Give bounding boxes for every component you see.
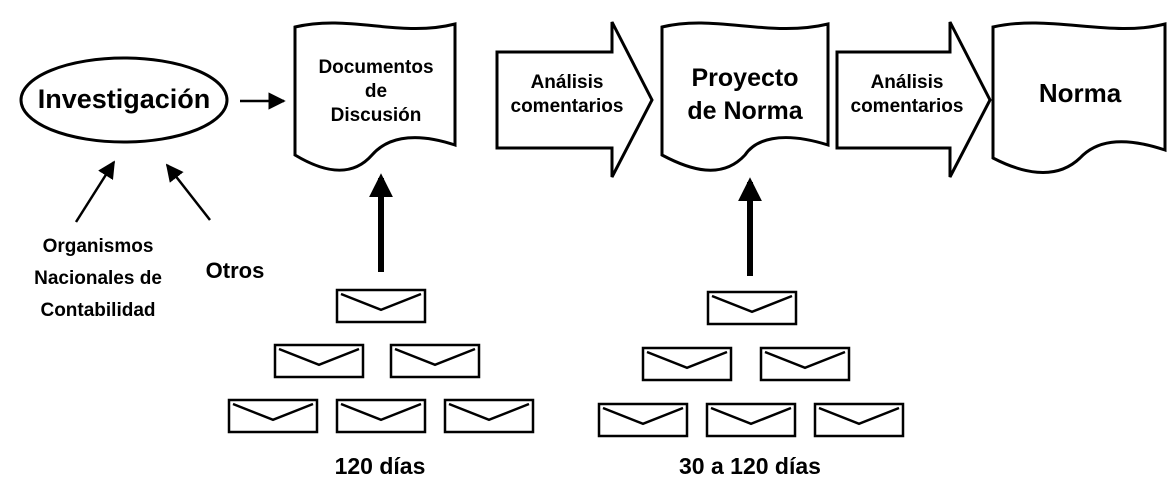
proyecto-label: Proyecto de Norma — [662, 62, 828, 128]
norma-node — [991, 21, 1167, 174]
arrow-otros-investigacion — [165, 163, 211, 221]
envelope-icon — [273, 343, 365, 379]
otros-label: Otros — [205, 258, 265, 283]
proyecto-label-line-1: Proyecto — [691, 64, 799, 92]
period-label-second: 30 a 120 días — [679, 453, 821, 479]
envelope-icon — [813, 402, 905, 438]
analisis-label-1-line-1: Análisis — [530, 72, 604, 93]
analisis-label-2: Análisis comentarios — [837, 71, 977, 119]
investigacion-node — [19, 56, 229, 144]
envelope-icon — [443, 398, 535, 434]
documentos-label-line-3: Discusión — [330, 105, 422, 126]
proyecto-label-line-2: de Norma — [687, 97, 803, 125]
analisis-label-2-line-2: comentarios — [850, 96, 964, 117]
envelope-icon — [389, 343, 481, 379]
organismos-label: Organismos Nacionales de Contabilidad — [2, 231, 194, 327]
investigacion-label: Investigación — [37, 84, 211, 114]
norma-label: Norma — [1038, 78, 1122, 108]
organismos-label-line-1: Organismos — [42, 236, 154, 257]
period-label-first: 120 días — [334, 453, 426, 479]
analisis-label-1: Análisis comentarios — [497, 71, 637, 119]
organismos-label-line-3: Contabilidad — [40, 300, 156, 321]
documentos-label: Documentos de Discusión — [297, 56, 455, 128]
envelope-icon — [335, 398, 427, 434]
documentos-node — [293, 21, 457, 172]
analisis-label-2-line-1: Análisis — [870, 72, 944, 93]
organismos-label-line-2: Nacionales de — [34, 268, 162, 289]
documentos-label-line-2: de — [364, 81, 388, 102]
envelope-icon — [335, 288, 427, 324]
analisis-arrow-2 — [835, 21, 992, 178]
envelope-icon — [227, 398, 319, 434]
envelope-icon — [706, 290, 798, 326]
arrow-organismos-investigacion — [74, 160, 116, 223]
envelope-icon — [705, 402, 797, 438]
analisis-label-1-line-2: comentarios — [510, 96, 624, 117]
envelope-icon — [597, 402, 689, 438]
proyecto-node — [660, 21, 830, 172]
envelope-icon — [759, 346, 851, 382]
envelope-icon — [641, 346, 733, 382]
analisis-arrow-1 — [495, 21, 654, 178]
documentos-label-line-1: Documentos — [318, 57, 434, 78]
